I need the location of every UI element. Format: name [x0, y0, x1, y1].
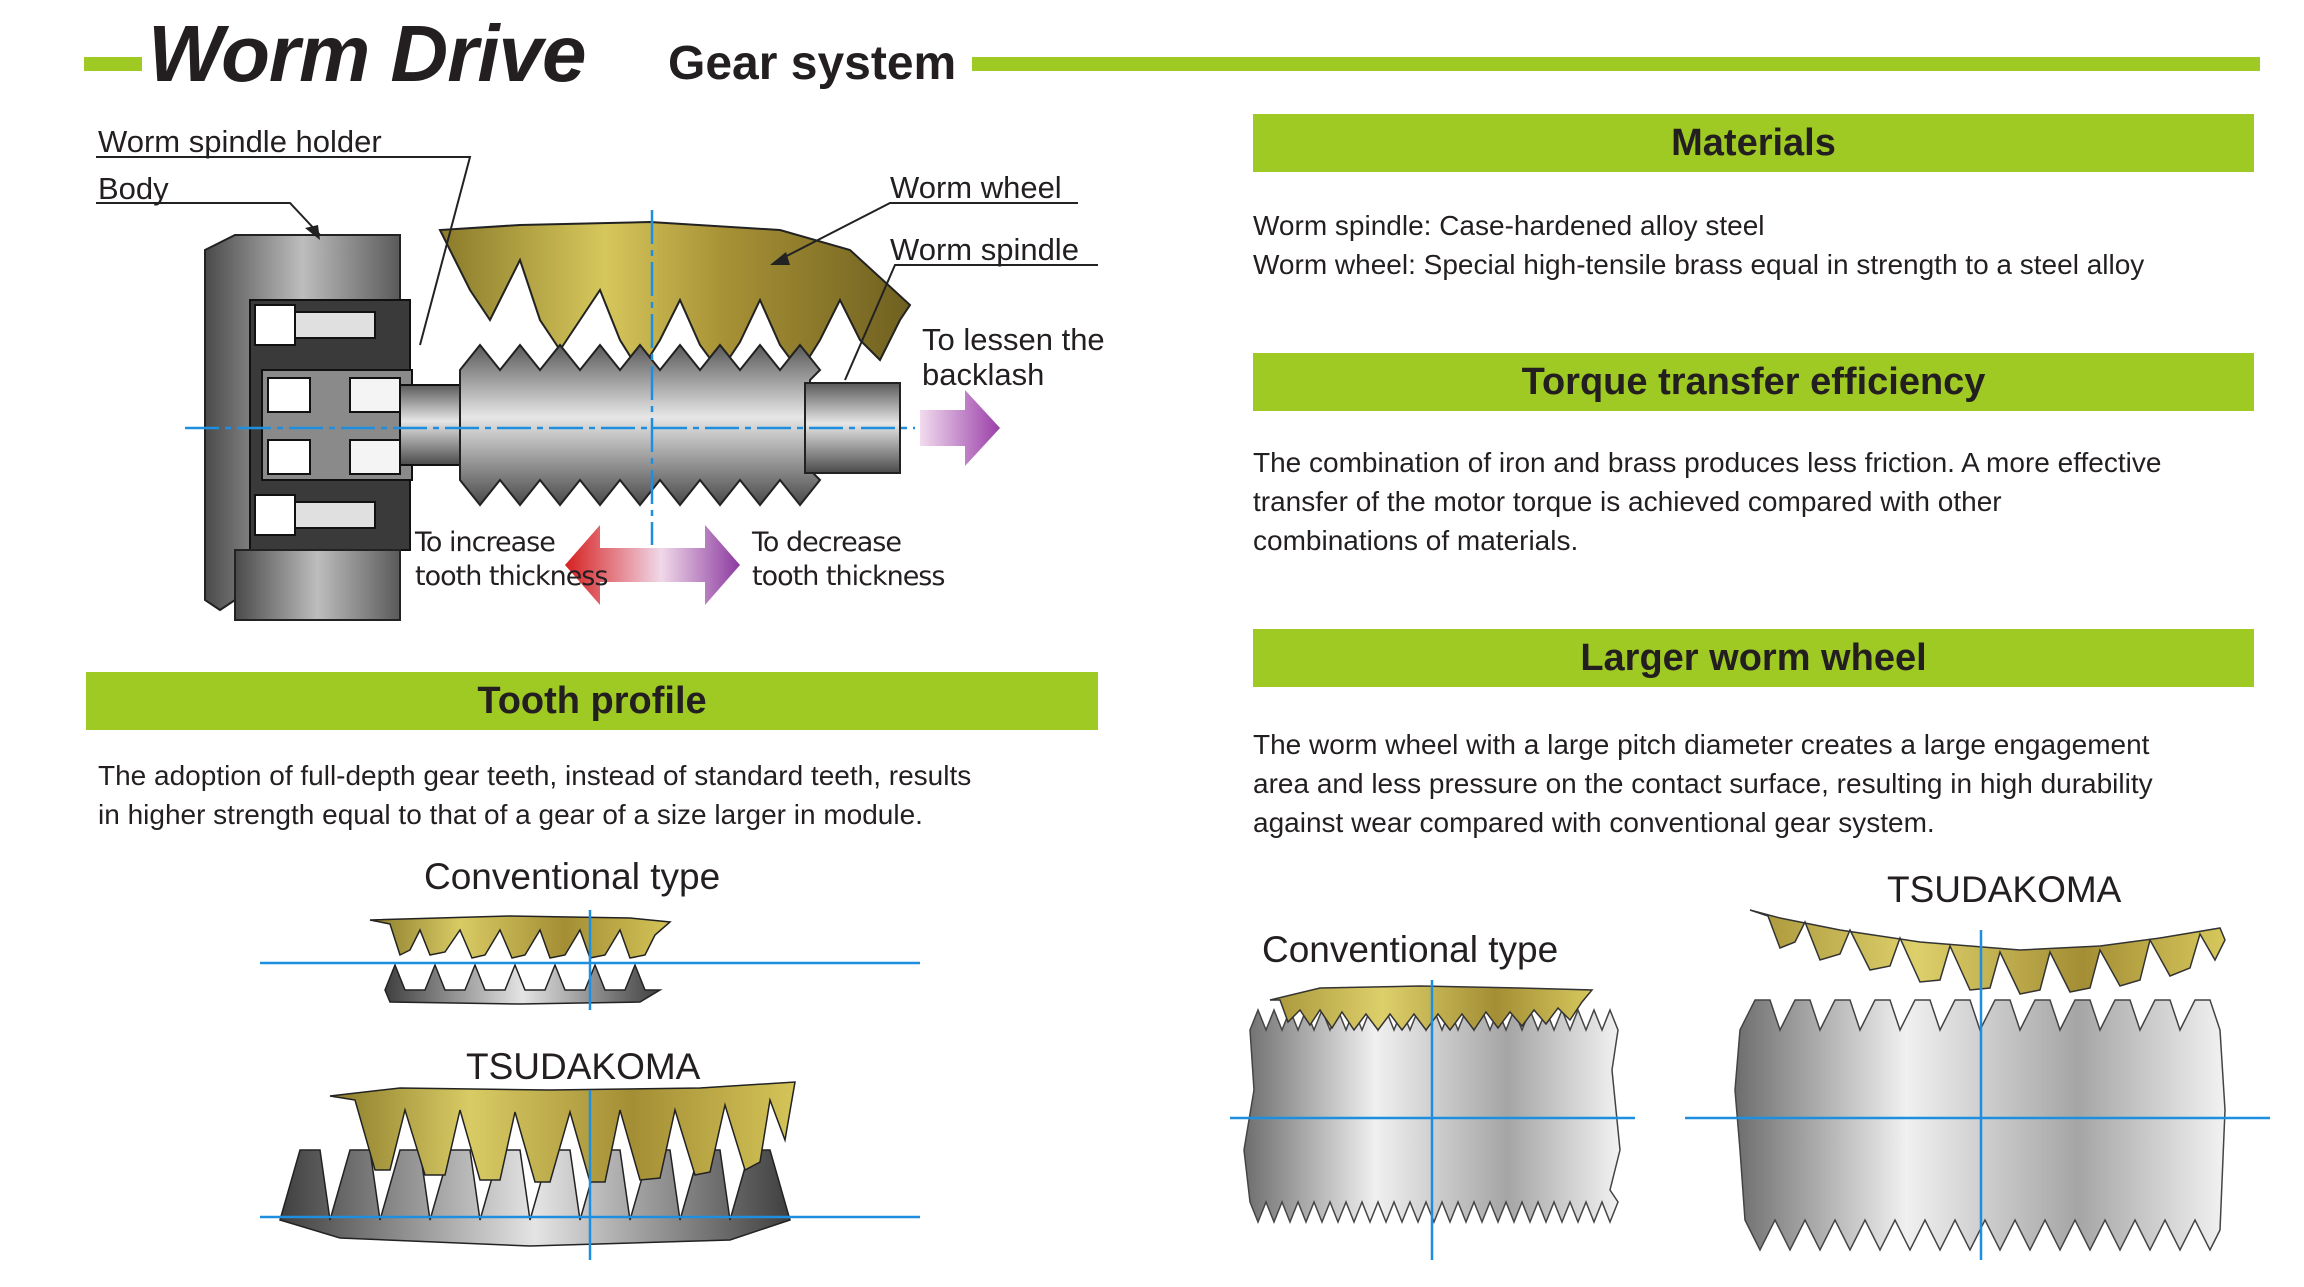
- larger-wheel-line1: The worm wheel with a large pitch diamet…: [1253, 729, 2150, 760]
- tooth-profile-text-line1: The adoption of full-depth gear teeth, i…: [98, 760, 972, 791]
- materials-line1: Worm spindle: Case-hardened alloy steel: [1253, 210, 1765, 241]
- torque-line2: transfer of the motor torque is achieved…: [1253, 486, 2002, 517]
- tooth-profile-conventional-label: Conventional type: [424, 856, 721, 897]
- label-increase-line1: To increase: [415, 527, 556, 558]
- label-decrease-line2: tooth thickness: [752, 561, 945, 592]
- label-lessen-backlash-line2: backlash: [922, 357, 1045, 392]
- torque-line1: The combination of iron and brass produc…: [1253, 447, 2162, 478]
- larger-wheel-line2: area and less pressure on the contact su…: [1253, 768, 2153, 799]
- tooth-profile-text-line2: in higher strength equal to that of a ge…: [98, 799, 923, 830]
- section-heading-materials: Materials: [1253, 114, 2254, 172]
- tooth-profile-figure: [260, 910, 920, 1260]
- label-worm-spindle-holder: Worm spindle holder: [98, 124, 382, 159]
- section-heading-torque: Torque transfer efficiency: [1253, 353, 2254, 411]
- torque-line3: combinations of materials.: [1253, 525, 1579, 556]
- section-heading-larger-wheel: Larger worm wheel: [1253, 629, 2254, 687]
- larger-wheel-conventional-label: Conventional type: [1262, 929, 1559, 970]
- label-worm-spindle: Worm spindle: [890, 232, 1079, 267]
- page-title: Worm Drive: [148, 9, 587, 98]
- label-increase-line2: tooth thickness: [415, 561, 608, 592]
- materials-line2: Worm wheel: Special high-tensile brass e…: [1253, 249, 2145, 280]
- larger-wheel-tsudakoma-label: TSUDAKOMA: [1887, 869, 2122, 910]
- title-rule-right: [972, 57, 2260, 71]
- label-worm-wheel: Worm wheel: [890, 170, 1062, 205]
- tooth-profile-tsudakoma-label: TSUDAKOMA: [466, 1046, 701, 1087]
- label-body: Body: [98, 171, 169, 206]
- label-decrease-line1: To decrease: [752, 527, 902, 558]
- page-subtitle: Gear system: [668, 37, 957, 90]
- larger-wheel-line3: against wear compared with conventional …: [1253, 807, 1935, 838]
- larger-wheel-figure: [1230, 909, 2270, 1260]
- worm-drive-diagram: [96, 156, 1098, 621]
- title-rule-left: [84, 57, 142, 71]
- label-lessen-backlash-line1: To lessen the: [922, 322, 1105, 357]
- section-heading-tooth-profile: Tooth profile: [86, 672, 1098, 730]
